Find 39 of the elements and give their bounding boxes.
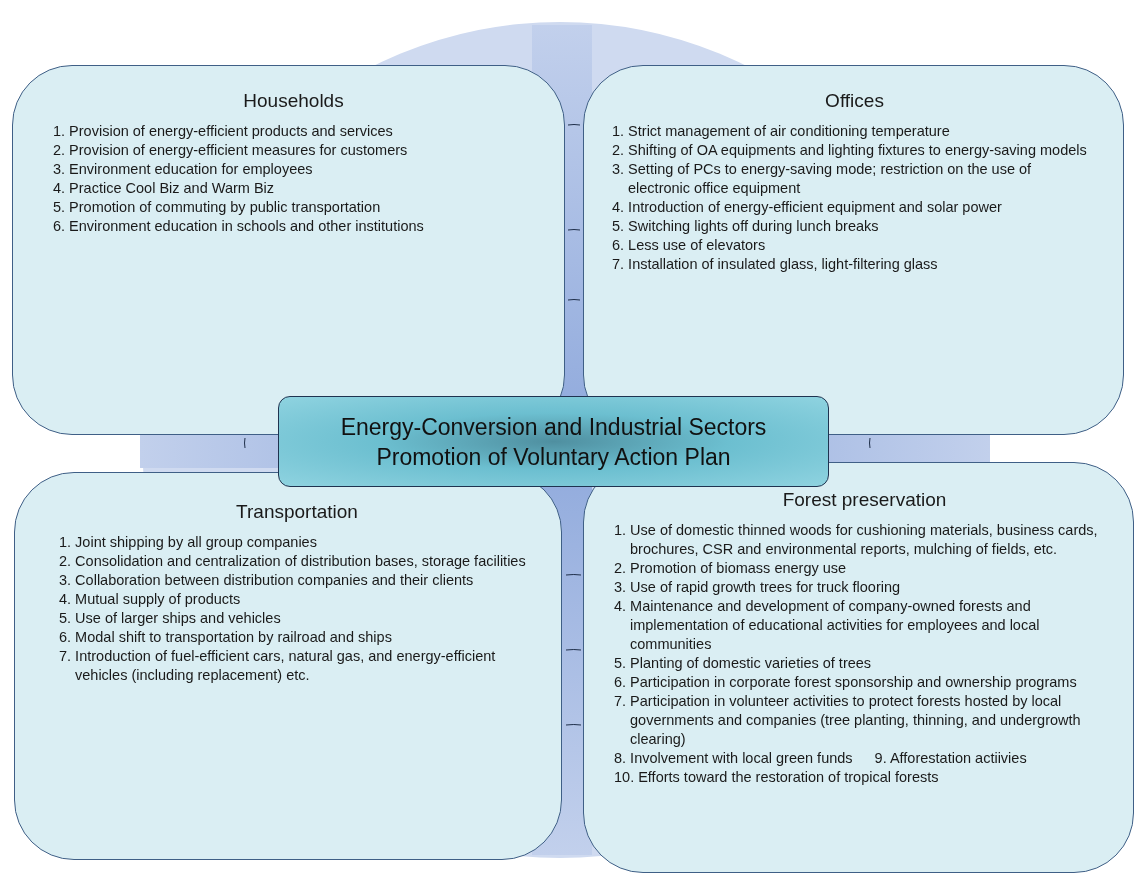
list-item: 6. Participation in corporate forest sponsorship and ownership programs (614, 673, 1078, 692)
list-item: 9. Afforestation actiivies (874, 749, 1027, 768)
list-item: 7. Introduction of fuel-efficient cars, natural gas, and energy-efficient vehicles (including replacement) etc. (59, 647, 497, 685)
list-item: 3. Collaboration between distribution companies and their clients (59, 571, 475, 590)
list-item: 3. Use of rapid growth trees for truck flooring (614, 578, 902, 597)
list-item: 2. Shifting of OA equipments and lighting fixtures to energy-saving models (612, 141, 1088, 160)
rounded-panel (583, 65, 1124, 435)
list-item: 7. Participation in volunteer activities to protect forests hosted by local governments and companies (tree planting, thinning, and undergrowth clearing) (614, 692, 1082, 749)
center-text: Energy-Conversion and Industrial Sectors (340, 412, 767, 442)
list-item: 2. Promotion of biomass energy use (614, 559, 848, 578)
panel-heading: Households (242, 90, 345, 112)
list-item: 7. Installation of insulated glass, light-filtering glass (612, 255, 939, 274)
list-item: 1. Use of domestic thinned woods for cushioning materials, business cards, brochures, CSR and environmental reports, mulching of fields, etc. (614, 521, 1099, 559)
center-box (278, 396, 829, 487)
list-item: 6. Modal shift to transportation by railroad and ships (59, 628, 393, 647)
list-item: 10. Efforts toward the restoration of tropical forests (614, 768, 940, 787)
list-item: 1. Provision of energy-efficient products and services (53, 122, 394, 141)
panel-heading: Transportation (235, 501, 359, 523)
list-item: 5. Use of larger ships and vehicles (59, 609, 282, 628)
center-text: Promotion of Voluntary Action Plan (376, 442, 731, 472)
list-item: 4. Mutual supply of products (59, 590, 242, 609)
list-item: 3. Setting of PCs to energy-saving mode; restriction on the use of electronic office equipment (612, 160, 1033, 198)
list-item: 4. Introduction of energy-efficient equipment and solar power (612, 198, 1003, 217)
list-item: 2. Consolidation and centralization of distribution bases, storage facilities (59, 552, 527, 571)
list-item: 4. Maintenance and development of company-owned forests and implementation of educational activities for employees and local communities (614, 597, 1041, 654)
list-item: 6. Environment education in schools and other institutions (53, 217, 425, 236)
list-item: 4. Practice Cool Biz and Warm Biz (53, 179, 276, 198)
list-item: 6. Less use of elevators (612, 236, 767, 255)
list-item: 5. Switching lights off during lunch breaks (612, 217, 880, 236)
panel-heading: Offices (824, 90, 885, 112)
panel-heading: Forest preservation (781, 489, 948, 511)
list-item: 1. Joint shipping by all group companies (59, 533, 318, 552)
list-item: 1. Strict management of air conditioning temperature (612, 122, 951, 141)
list-item: 5. Promotion of commuting by public transportation (53, 198, 382, 217)
rounded-panel (14, 472, 562, 860)
list-item: 8. Involvement with local green funds (614, 749, 853, 768)
list-item: 3. Environment education for employees (53, 160, 314, 179)
list-item: 2. Provision of energy-efficient measures for customers (53, 141, 409, 160)
list-item: 5. Planting of domestic varieties of trees (614, 654, 873, 673)
